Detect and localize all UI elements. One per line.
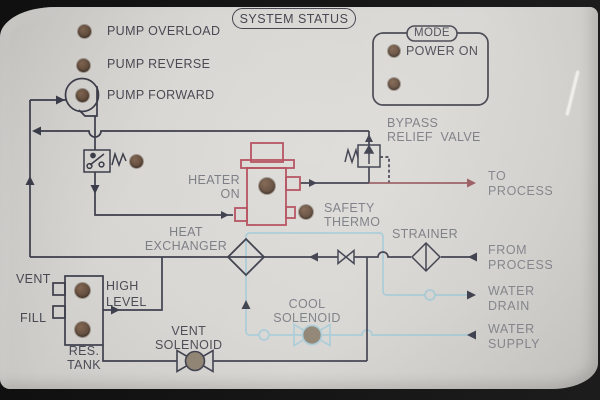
heater-on-indicator-light: [259, 178, 275, 194]
res-tank-label: RES. TANK: [58, 344, 110, 372]
tank-fill-port-label: FILL: [20, 311, 47, 325]
vent-solenoid-line2: SOLENOID: [155, 337, 223, 352]
safety-thermo-label: SAFETY THERMO: [324, 201, 381, 229]
water-supply-line1: WATER: [488, 322, 535, 336]
heater-on-line1: HEATER: [188, 173, 240, 187]
to-process-label: TO PROCESS: [488, 169, 553, 199]
water-drain-label: WATER DRAIN: [488, 284, 535, 314]
from-process-line2: PROCESS: [488, 258, 554, 272]
heater-vessel: [234, 142, 301, 226]
high-level-line1: HIGH: [106, 279, 139, 293]
safety-thermo-line2: THERMO: [324, 214, 381, 229]
pump-forward-label: PUMP FORWARD: [107, 88, 215, 102]
flow-switch-indicator-light: [130, 155, 143, 168]
pump-overload-indicator-light: [78, 25, 91, 38]
pump-symbol: [64, 77, 100, 117]
water-drain-line2: DRAIN: [488, 299, 530, 313]
res-tank-line1: RES.: [68, 344, 100, 358]
flow-arrows: [25, 95, 477, 340]
mode-pill-outline: [406, 25, 458, 42]
high-level-label: HIGH LEVEL: [106, 278, 147, 310]
system-status-title: SYSTEM STATUS: [232, 8, 356, 29]
mode-title: MODE: [414, 27, 450, 39]
bypass-line2: RELIEF VALVE: [387, 129, 481, 144]
water-drain-line1: WATER: [488, 284, 535, 298]
from-process-label: FROM PROCESS: [488, 243, 553, 273]
cool-solenoid-line1: COOL: [288, 297, 326, 311]
vent-solenoid-label: VENT SOLENOID: [155, 324, 223, 352]
return-valve-symbol: [337, 248, 355, 266]
pump-overload-label: PUMP OVERLOAD: [107, 24, 221, 38]
safety-thermo-line1: SAFETY: [324, 201, 375, 215]
high-level-line2: LEVEL: [106, 295, 147, 309]
mode-indicator-light-2: [388, 78, 400, 90]
reservoir-tank: [52, 275, 104, 346]
heater-on-label: HEATER ON: [160, 173, 240, 201]
strainer-symbol: [410, 241, 442, 273]
strainer-label: STRAINER: [392, 227, 459, 241]
power-on-label: POWER ON: [406, 44, 479, 58]
heat-exchanger-line2: EXCHANGER: [144, 238, 228, 253]
pump-reverse-indicator-light: [77, 59, 90, 72]
tank-vent-port-label: VENT: [16, 272, 51, 286]
from-process-line1: FROM: [488, 243, 528, 257]
power-on-indicator-light: [388, 45, 400, 57]
to-process-line2: PROCESS: [488, 184, 554, 198]
tank-high-indicator-light: [75, 283, 90, 298]
heater-on-line2: ON: [220, 186, 240, 201]
water-supply-label: WATER SUPPLY: [488, 322, 540, 352]
bypass-relief-valve-label: BYPASS RELIEF VALVE: [387, 116, 481, 144]
bypass-line1: BYPASS: [387, 116, 439, 130]
cool-solenoid-valve: [293, 323, 331, 347]
cool-solenoid-label: COOL SOLENOID: [267, 297, 347, 325]
safety-thermo-indicator-light: [299, 205, 313, 219]
cooling-water-pipes: [245, 232, 476, 341]
to-process-arrow: [467, 178, 476, 188]
pump-forward-indicator-light: [76, 89, 89, 102]
heat-exchanger-line1: HEAT: [169, 225, 203, 239]
water-supply-line2: SUPPLY: [488, 337, 541, 351]
pump-reverse-label: PUMP REVERSE: [107, 57, 211, 71]
relief-valve-symbol: [344, 144, 381, 168]
cool-solenoid-line2: SOLENOID: [273, 310, 341, 325]
control-panel-face: [0, 7, 598, 389]
tank-low-indicator-light: [75, 322, 90, 337]
res-tank-line2: TANK: [67, 357, 101, 372]
vent-solenoid-valve: [176, 349, 214, 373]
heat-exchanger-symbol: [226, 237, 266, 277]
vent-solenoid-line1: VENT: [171, 324, 207, 338]
flow-switch-symbol: [83, 149, 127, 173]
heat-exchanger-label: HEAT EXCHANGER: [140, 225, 232, 253]
to-process-line1: TO: [488, 169, 507, 183]
